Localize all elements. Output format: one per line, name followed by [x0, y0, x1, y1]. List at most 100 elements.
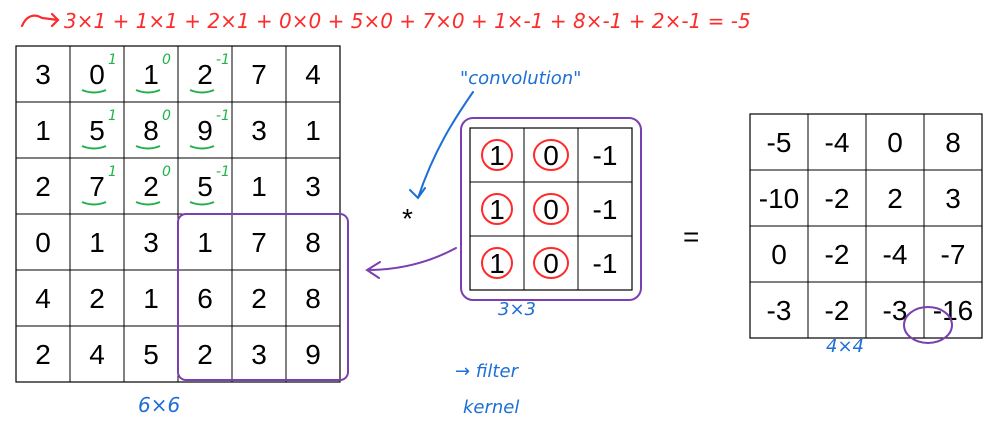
input-cell: 3: [251, 115, 267, 146]
input-cell: 8: [143, 115, 159, 146]
input-cell: 1: [89, 227, 105, 258]
input-cell: 4: [305, 59, 321, 90]
kernel-cell: -1: [593, 248, 618, 279]
output-cell: -4: [883, 239, 908, 270]
input-cell: 8: [305, 227, 321, 258]
input-cell: 7: [89, 171, 105, 202]
input-cell: 3: [251, 339, 267, 370]
kernel-circle-highlight: [481, 247, 513, 279]
input-cell: 2: [143, 171, 159, 202]
input-cell: 9: [305, 339, 321, 370]
kernel-grid-border: [469, 127, 633, 291]
input-cell: 2: [35, 171, 51, 202]
receptive-field-highlight: [177, 213, 349, 381]
input-cell: 8: [305, 283, 321, 314]
input-cell: 5: [143, 339, 159, 370]
kernel-circle-highlight: [481, 139, 513, 171]
filter-label: → filter: [455, 361, 520, 382]
input-overlay-value: 1: [108, 108, 117, 124]
output-cell: -3: [767, 295, 792, 326]
input-underline-mark: [81, 89, 107, 94]
kernel-highlights: [460, 117, 642, 301]
input-overlay-value: 0: [162, 52, 171, 68]
input-overlay-value: 0: [162, 108, 171, 124]
input-cell: 2: [251, 283, 267, 314]
input-cell: 1: [251, 171, 267, 202]
input-underline-mark: [189, 201, 215, 206]
output-cell: -2: [825, 295, 850, 326]
input-overlay-value: -1: [216, 108, 230, 124]
input-overlay-value: -1: [216, 52, 230, 68]
kernel-circle-highlight: [533, 139, 569, 171]
kernel-cell: 0: [543, 248, 559, 279]
input-cell: 1: [143, 59, 159, 90]
output-cell: -7: [941, 239, 966, 270]
kernel-size-label: 3×3: [498, 299, 536, 320]
kernel-cell: 1: [489, 194, 505, 225]
kernel-label: kernel: [463, 397, 519, 418]
input-cell: 4: [35, 283, 51, 314]
output-size-label: 4×4: [826, 336, 864, 357]
input-cell: 2: [35, 339, 51, 370]
equals-sign: =: [683, 221, 699, 252]
output-cell: -10: [759, 183, 799, 214]
input-cell: 2: [197, 339, 213, 370]
output-cell: 0: [771, 239, 787, 270]
input-cell: 7: [251, 227, 267, 258]
output-cell: -16: [933, 295, 973, 326]
input-underline-mark: [81, 201, 107, 206]
input-cell: 5: [89, 115, 105, 146]
kernel-cell: 1: [489, 140, 505, 171]
input-cell: 1: [305, 115, 321, 146]
input-cell: 3: [305, 171, 321, 202]
output-cell: -3: [883, 295, 908, 326]
top-equation: 3×1 + 1×1 + 2×1 + 0×0 + 5×0 + 7×0 + 1×-1…: [64, 9, 751, 33]
input-cell: 0: [35, 227, 51, 258]
kernel-cell: -1: [593, 194, 618, 225]
kernel-circle-highlight: [533, 193, 569, 225]
input-underline-mark: [135, 201, 161, 206]
input-cell: 3: [35, 59, 51, 90]
kernel-circle-highlight: [481, 193, 513, 225]
kernel-cell: 0: [543, 194, 559, 225]
kernel-matrix: 1 0 -1 1 0 -1 1 0 -1: [469, 127, 633, 291]
input-overlay-value: 1: [108, 164, 117, 180]
convolution-label: "convolution": [460, 68, 581, 89]
kernel-cell: 1: [489, 248, 505, 279]
input-cell: 2: [89, 283, 105, 314]
input-underline-mark: [189, 145, 215, 150]
input-cell: 9: [197, 115, 213, 146]
output-cell: -5: [767, 127, 792, 158]
input-cell: 5: [197, 171, 213, 202]
output-cell: 8: [945, 127, 961, 158]
input-cell: 2: [197, 59, 213, 90]
output-cell: -4: [825, 127, 850, 158]
output-circle-marker: [903, 306, 953, 344]
input-underline-mark: [189, 89, 215, 94]
input-underline-mark: [135, 89, 161, 94]
input-cell: 1: [197, 227, 213, 258]
kernel-cell: -1: [593, 140, 618, 171]
input-underline-mark: [81, 145, 107, 150]
output-cell: 2: [887, 183, 903, 214]
convolution-arrow-icon: [409, 91, 474, 200]
output-cell: 3: [945, 183, 961, 214]
input-underline-mark: [135, 145, 161, 150]
input-overlay-value: 0: [162, 164, 171, 180]
input-cell: 1: [35, 115, 51, 146]
highlight-arrow-icon: [365, 247, 457, 279]
output-cell: -2: [825, 183, 850, 214]
input-overlay-value: 1: [108, 52, 117, 68]
operator-star: *: [402, 203, 413, 234]
input-overlay-value: -1: [216, 164, 230, 180]
input-cell: 3: [143, 227, 159, 258]
input-size-label: 6×6: [138, 393, 180, 417]
output-cell: -2: [825, 239, 850, 270]
kernel-circle-highlight: [533, 247, 569, 279]
input-cell: 1: [143, 283, 159, 314]
kernel-cell: 0: [543, 140, 559, 171]
